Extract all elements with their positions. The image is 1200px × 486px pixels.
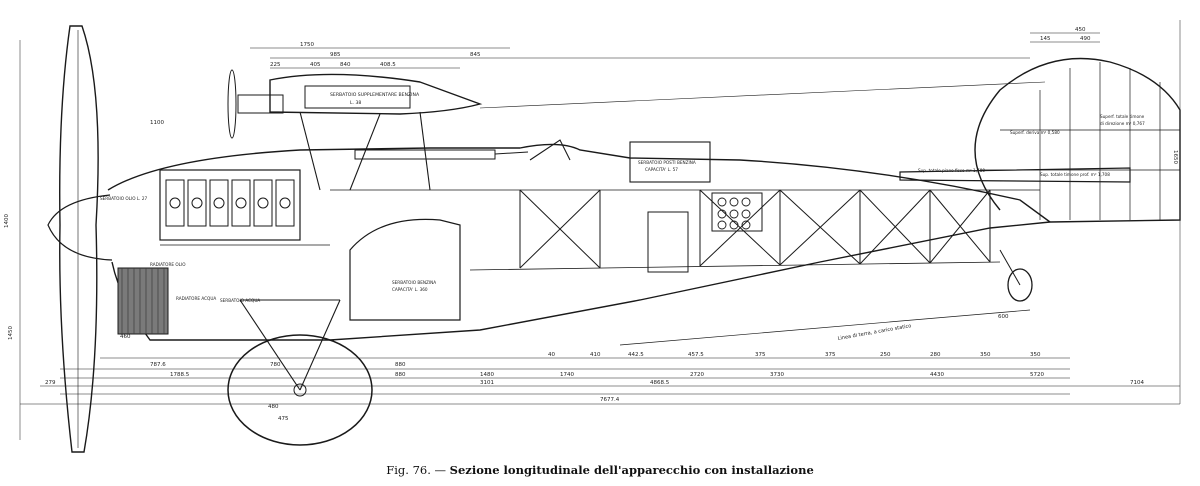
fuselage-outline [107, 143, 1051, 341]
label-elevator-area: Sup. totale timone prof. m² 1,708 [1040, 172, 1110, 177]
dim-b2-1: 880 [395, 372, 406, 378]
dim-misc-7: 460 [120, 334, 131, 340]
instrument-panel [711, 192, 763, 232]
windscreen [529, 139, 571, 161]
dim-misc-0: 1400 [4, 214, 10, 228]
dim-b1-12: 350 [1030, 352, 1041, 358]
horizontal-stabilizer [899, 167, 1131, 183]
dim-misc-2: 600 [998, 314, 1009, 320]
top-dimensions: 1750 985 845 225 840 405 408.5 450 490 1… [270, 27, 1091, 68]
dim-b2-3: 1740 [560, 372, 574, 378]
engine-block [159, 169, 330, 246]
dim-b2-2: 1480 [480, 372, 494, 378]
bottom-dimensions-row3: 279 3101 4868.5 7104 7677.4 [45, 380, 1144, 403]
label-rudder-area-2: di direzione m² 0,767 [1100, 121, 1145, 126]
fuselage-truss [519, 189, 991, 269]
bottom-dimensions-row2: 1788.5 880 1480 1740 2720 3730 4430 5720 [170, 372, 1044, 378]
dim-top-0: 1750 [300, 42, 314, 48]
label-rear-tank-cap: CAPACITA' L. 57 [645, 167, 678, 172]
label-fuel-tank-cap: CAPACITA' L. 360 [392, 287, 428, 292]
dim-b1-7: 375 [755, 352, 766, 358]
dim-b1-4: 410 [590, 352, 601, 358]
label-aux-fuel-tank: SERBATOIO SUPPLEMENTARE BENZINA [330, 92, 420, 98]
dim-top-3: 225 [270, 62, 281, 68]
dim-b2-7: 5720 [1030, 372, 1044, 378]
dim-b1-8: 375 [825, 352, 836, 358]
wind-driven-generator [227, 69, 284, 139]
dim-b1-10: 280 [930, 352, 941, 358]
dim-top-2: 845 [470, 52, 481, 58]
label-fuel-tank: SERBATOIO BENZINA [392, 280, 436, 285]
dim-b1-11: 350 [980, 352, 991, 358]
machine-gun [354, 149, 529, 160]
propeller [59, 25, 99, 453]
bottom-dimensions-row1: 787.6 780 880 40 410 442.5 457.5 375 375… [150, 352, 1041, 368]
label-aux-fuel-tank-cap: L. 38 [350, 100, 361, 106]
dim-misc-3: 1450 [8, 326, 14, 340]
ground-line [619, 309, 1031, 346]
dim-b1-0: 787.6 [150, 362, 166, 368]
dim-misc-1: 1650 [1172, 150, 1178, 164]
dim-top-1: 985 [330, 52, 341, 58]
figure-title: Sezione longitudinale dell'apparecchio c… [449, 463, 814, 477]
label-water-radiator: RADIATORE ACQUA [176, 296, 216, 301]
dim-b2-4: 2720 [690, 372, 704, 378]
main-fuel-tank [349, 218, 461, 321]
dim-b2-0: 1788.5 [170, 372, 190, 378]
dim-misc-4: 475 [278, 416, 289, 422]
dim-b1-5: 442.5 [628, 352, 644, 358]
label-oil-radiator: RADIATORE OLIO [150, 262, 186, 267]
dim-b2-6: 4430 [930, 372, 944, 378]
label-oil-tank: SERBATOIO OLIO L. 27 [100, 196, 147, 201]
dim-b1-1: 780 [270, 362, 281, 368]
dim-total: 7677.4 [600, 397, 620, 403]
dim-top-5: 405 [310, 62, 321, 68]
dim-b1-9: 250 [880, 352, 891, 358]
dim-b3-3: 7104 [1130, 380, 1144, 386]
dim-top-9: 145 [1040, 36, 1051, 42]
upper-wing-section [269, 73, 483, 115]
main-landing-gear [227, 299, 373, 446]
dim-top-4: 840 [340, 62, 351, 68]
dim-misc-6: 1100 [150, 120, 164, 126]
dim-top-7: 450 [1075, 27, 1086, 33]
tail-wheel [999, 249, 1033, 302]
dim-top-6: 408.5 [380, 62, 396, 68]
pilot-seat [647, 211, 689, 273]
label-rear-tank: SERBATOIO POSTI BENZINA [638, 160, 696, 165]
label-rudder-area-1: Superf. totale timone [1100, 114, 1145, 119]
radiator [117, 267, 169, 335]
label-stabilizer-area: Sup. totale piano fisso m² 1,780 [918, 168, 985, 173]
dim-b3-0: 279 [45, 380, 56, 386]
dim-misc-5: 480 [268, 404, 279, 410]
label-fin-area: Superf. deriva m² 0,580 [1010, 130, 1060, 135]
figure-number: Fig. 76. [386, 463, 431, 477]
component-labels: SERBATOIO SUPPLEMENTARE BENZINA L. 38 SE… [100, 92, 1145, 342]
figure-caption: Fig. 76. — Sezione longitudinale dell'ap… [0, 463, 1200, 477]
misc-dimensions: 1400 1650 600 1450 475 480 1100 460 [4, 120, 1178, 422]
tail-fin [974, 57, 1181, 223]
dim-b1-3: 40 [548, 352, 555, 358]
caption-dash: — [434, 463, 447, 477]
dim-top-8: 490 [1080, 36, 1091, 42]
dimension-lines [19, 20, 1181, 440]
label-ground-line: Linea di terra, a carico statico [837, 323, 912, 342]
propeller-spinner [47, 194, 113, 261]
label-water-tank: SERBATOIO ACQUA [220, 298, 260, 303]
bracing-wire [479, 81, 1046, 109]
cabane-struts [299, 111, 431, 191]
dim-b3-2: 4868.5 [650, 380, 670, 386]
dim-b2-5: 3730 [770, 372, 784, 378]
dim-b1-6: 457.5 [688, 352, 704, 358]
rear-fuel-tank [629, 141, 711, 183]
dim-b1-2: 880 [395, 362, 406, 368]
dim-b3-1: 3101 [480, 380, 494, 386]
